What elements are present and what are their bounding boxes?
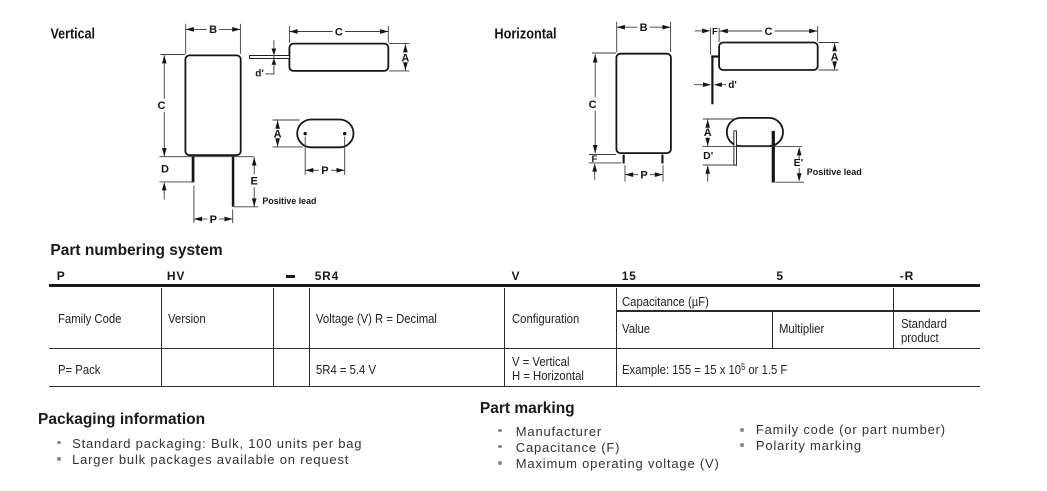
svg-text:d': d' (255, 69, 264, 80)
svg-text:B: B (640, 22, 648, 34)
svg-text:F: F (712, 26, 718, 37)
svg-text:D: D (161, 164, 169, 176)
svg-text:Positive lead: Positive lead (262, 196, 316, 207)
svg-text:P: P (321, 165, 328, 177)
svg-text:C: C (158, 100, 166, 112)
svg-text:E: E (251, 176, 258, 188)
svg-text:F: F (591, 154, 597, 165)
svg-text:C: C (335, 26, 343, 38)
svg-text:A: A (274, 128, 282, 140)
svg-text:C: C (589, 99, 597, 111)
svg-text:C: C (765, 26, 773, 38)
svg-text:E': E' (794, 157, 804, 169)
svg-text:D': D' (703, 150, 713, 162)
svg-text:P: P (210, 214, 217, 226)
svg-text:A: A (401, 52, 409, 64)
svg-text:Vertical: Vertical (51, 27, 96, 43)
svg-text:Positive lead: Positive lead (807, 167, 862, 178)
svg-text:d': d' (728, 80, 737, 91)
svg-text:Horizontal: Horizontal (494, 27, 556, 43)
svg-text:A: A (831, 51, 839, 63)
svg-text:B: B (209, 24, 217, 36)
svg-text:A: A (704, 127, 712, 139)
svg-text:P: P (640, 169, 647, 181)
